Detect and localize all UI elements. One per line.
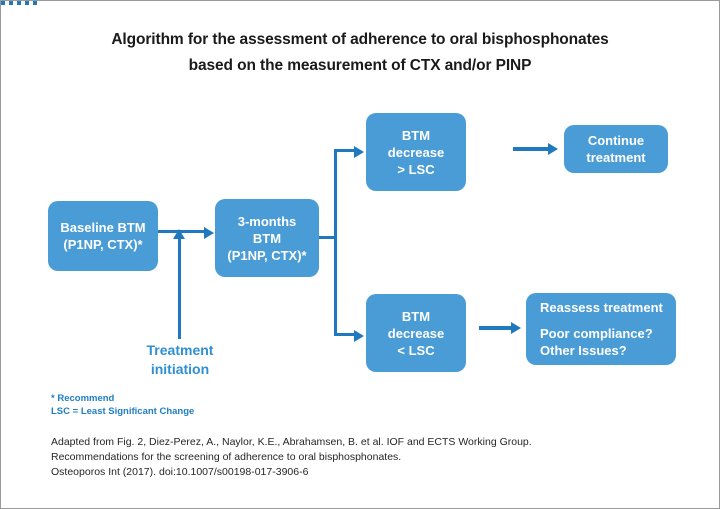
label-treatment-initiation-line-2: initiation xyxy=(150,361,210,377)
node-baseline-line-1: Baseline BTM xyxy=(60,220,146,235)
node-continue-line-1: Continue xyxy=(587,133,645,148)
node-decrease-gt-line-3: > LSC xyxy=(397,161,435,177)
legend: * Recommend LSC = Least Significant Chan… xyxy=(51,392,194,418)
node-3months-line-3: (P1NP, CTX)* xyxy=(227,247,307,263)
node-reassess-treatment[interactable]: Reassess treatment Poor compliance? Othe… xyxy=(526,293,676,365)
citation-line-2: Recommendations for the screening of adh… xyxy=(51,451,402,463)
legend-line-1: * Recommend xyxy=(51,393,115,404)
connector-branch-trunk xyxy=(334,151,337,336)
arrowhead-to-reassess xyxy=(511,322,521,334)
node-decrease-gt-line-2: decrease xyxy=(387,144,445,160)
node-reassess-line-3: Other Issues? xyxy=(540,343,627,358)
node-reassess-line-2: Poor compliance? xyxy=(540,326,653,341)
citation-line-3: Osteoporos Int (2017). doi:10.1007/s0019… xyxy=(51,466,309,478)
node-btm-decrease-less-lsc[interactable]: BTM decrease < LSC xyxy=(366,294,466,372)
node-reassess-line-1: Reassess treatment xyxy=(540,300,663,315)
arrowhead-branch-upper xyxy=(354,146,364,158)
title-line-1: Algorithm for the assessment of adherenc… xyxy=(111,31,609,48)
connector-solid-to-continue xyxy=(513,147,551,151)
node-3months-btm[interactable]: 3-months BTM (P1NP, CTX)* xyxy=(215,199,319,277)
citation: Adapted from Fig. 2, Diez-Perez, A., Nay… xyxy=(51,435,532,480)
connector-3months-stub xyxy=(319,236,337,239)
node-decrease-lt-line-1: BTM xyxy=(401,308,431,324)
label-treatment-initiation: Treatment initiation xyxy=(105,341,255,379)
node-btm-decrease-greater-lsc[interactable]: BTM decrease > LSC xyxy=(366,113,466,191)
node-continue-treatment[interactable]: Continue treatment xyxy=(564,125,668,173)
arrowhead-branch-lower xyxy=(354,330,364,342)
node-decrease-lt-line-2: decrease xyxy=(387,325,445,341)
arrowhead-treatment-initiation xyxy=(173,229,185,239)
node-3months-line-2: BTM xyxy=(252,230,282,246)
connector-branch-upper xyxy=(334,149,358,152)
citation-line-1: Adapted from Fig. 2, Diez-Perez, A., Nay… xyxy=(51,436,532,448)
label-treatment-initiation-line-1: Treatment xyxy=(146,342,214,358)
connector-to-reassess xyxy=(479,326,515,330)
node-baseline-line-2: (P1NP, CTX)* xyxy=(63,237,143,252)
legend-line-2: LSC = Least Significant Change xyxy=(51,406,195,417)
node-3months-line-1: 3-months xyxy=(237,213,297,229)
arrowhead-to-continue xyxy=(548,143,558,155)
node-decrease-gt-line-1: BTM xyxy=(401,127,431,143)
connector-branch-lower xyxy=(334,333,358,336)
node-continue-line-2: treatment xyxy=(586,150,646,165)
connector-treatment-initiation xyxy=(178,239,181,339)
node-decrease-lt-line-3: < LSC xyxy=(397,342,435,358)
title-line-2: based on the measurement of CTX and/or P… xyxy=(188,57,532,74)
page-title: Algorithm for the assessment of adherenc… xyxy=(1,27,719,79)
arrowhead-baseline-to-3months xyxy=(204,227,214,239)
node-baseline-btm[interactable]: Baseline BTM (P1NP, CTX)* xyxy=(48,201,158,271)
connector-dotted-to-continue xyxy=(1,1,37,5)
